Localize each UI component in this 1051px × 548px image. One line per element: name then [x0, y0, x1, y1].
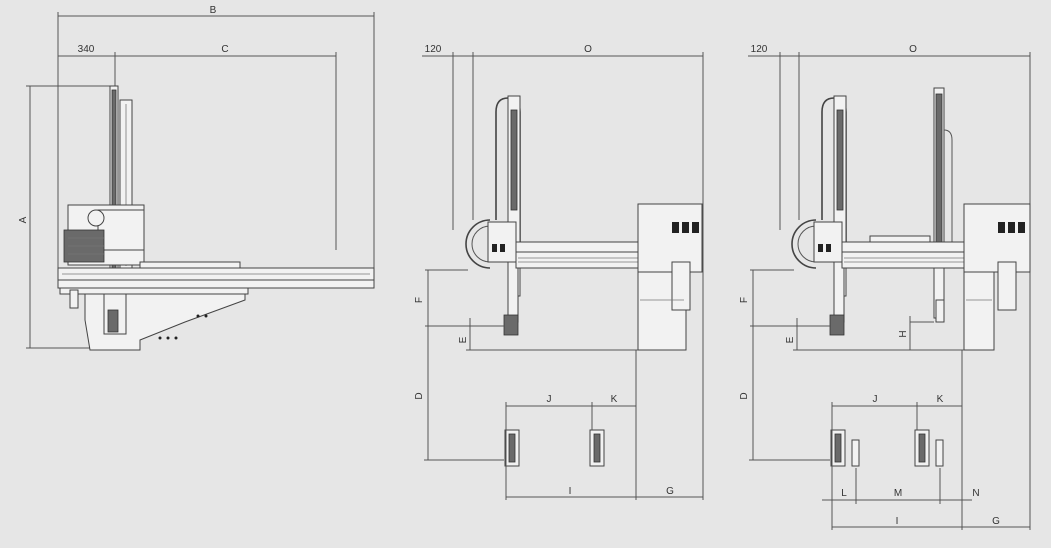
dim-label-I: I — [569, 486, 572, 497]
dim-label-E-b: E — [785, 336, 796, 343]
dim-label-O: O — [584, 44, 592, 55]
dim-label-340: 340 — [78, 44, 95, 55]
dim-label-N: N — [972, 488, 979, 499]
dim-label-F-b: F — [739, 297, 750, 303]
dim-label-B: B — [210, 5, 217, 16]
front-view-single: 120 O F E — [414, 44, 704, 500]
dim-label-M: M — [894, 488, 902, 499]
front-view-double: 120 O F — [739, 44, 1031, 530]
dim-label-C: C — [221, 44, 228, 55]
dim-label-J-b: J — [873, 394, 878, 405]
dim-label-120-b: 120 — [751, 44, 768, 55]
dim-label-K-b: K — [937, 394, 944, 405]
dim-label-E: E — [458, 336, 469, 343]
dim-label-K: K — [611, 394, 618, 405]
side-view: B 340 C A — [18, 5, 375, 351]
dim-label-D-b: D — [739, 392, 750, 399]
dim-label-G-b: G — [992, 516, 1000, 527]
dim-label-J: J — [547, 394, 552, 405]
dim-label-O-b: O — [909, 44, 917, 55]
dim-label-F: F — [414, 297, 425, 303]
dim-label-H: H — [898, 330, 909, 337]
dim-label-A: A — [18, 216, 29, 223]
dim-label-L: L — [841, 488, 847, 499]
dim-label-D: D — [414, 392, 425, 399]
dim-label-120: 120 — [425, 44, 442, 55]
dim-label-G: G — [666, 486, 674, 497]
dim-label-I-b: I — [896, 516, 899, 527]
